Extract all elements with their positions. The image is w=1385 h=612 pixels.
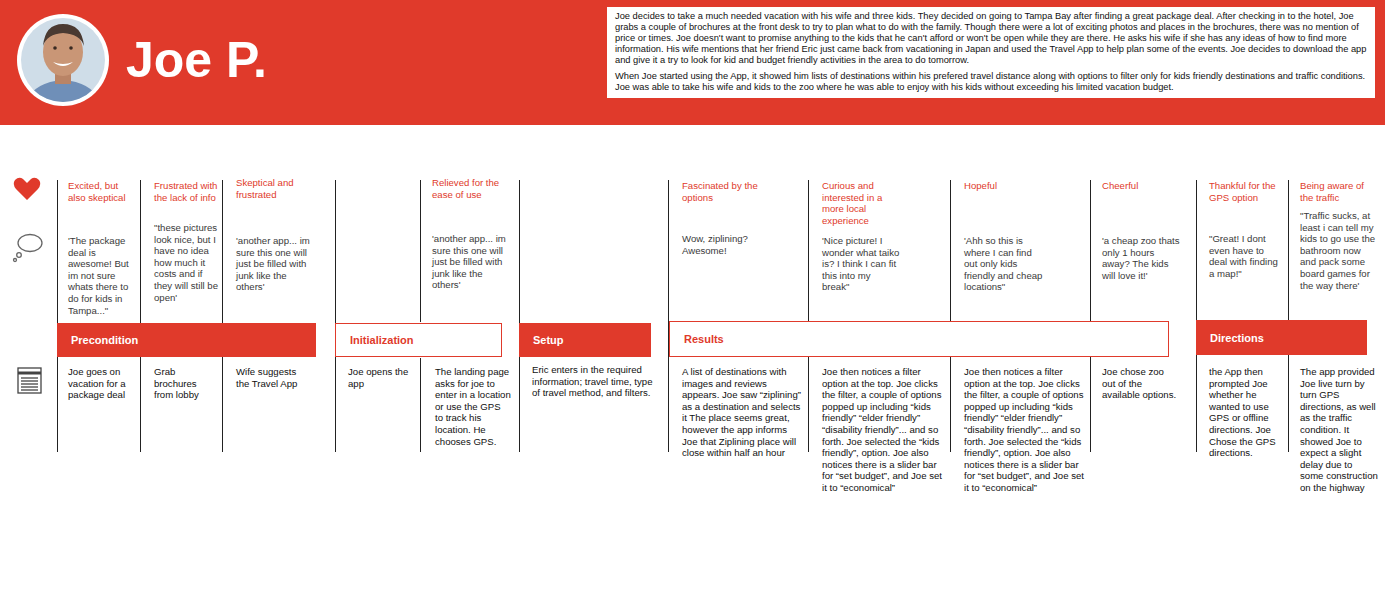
emotion-label: Curious and interested in a more local e…: [822, 180, 906, 226]
person-name: Joe P.: [126, 32, 267, 88]
header-band-fill: [0, 0, 1385, 125]
heart-icon: [14, 178, 41, 200]
action-step: The app provided Joe live turn by turn G…: [1300, 366, 1378, 494]
scenario-paragraph: Joe decides to take a much needed vacati…: [615, 11, 1367, 66]
thought-quote: 'Nice picture! I wonder what taiko is? I…: [822, 235, 900, 293]
action-step: Joe then notices a filter option at the …: [822, 366, 944, 494]
action-step: Wife suggests the Travel App: [236, 366, 312, 389]
thought-quote: "Traffic sucks, at least i can tell my k…: [1300, 210, 1376, 291]
photo-face: [15, 12, 115, 112]
thought-quote: 'another app... im sure this one will ju…: [236, 235, 312, 293]
action-step: Eric enters in the required information;…: [532, 364, 656, 399]
action-step: Grab brochures from lobby: [154, 366, 218, 401]
emotion-label: Thankful for the GPS option: [1209, 180, 1281, 203]
emotion-label: Fascinated by the options: [682, 180, 764, 203]
emotion-label: Hopeful: [964, 180, 1046, 192]
stage-name: Setup: [533, 334, 564, 346]
thought-quote: 'Ahh so this is where I can find out onl…: [964, 235, 1046, 293]
thought-bubble-icon: [14, 235, 43, 262]
stage-bar: Setup: [519, 323, 651, 357]
stage-name: Initialization: [350, 334, 414, 346]
stage-bar: Results: [669, 321, 1169, 357]
stage-name: Results: [684, 333, 724, 345]
action-step: A list of destinations with images and r…: [682, 366, 802, 459]
thought-quote: 'The package deal is awesome! But im not…: [68, 235, 140, 316]
thought-quote: Wow, ziplining? Awesome!: [682, 233, 762, 256]
stage-bar: Precondition: [57, 323, 316, 357]
action-step: Joe opens the app: [348, 366, 414, 389]
stage-name: Directions: [1210, 332, 1264, 344]
emotion-label: Cheerful: [1102, 180, 1182, 192]
scenario-box: Joe decides to take a much needed vacati…: [607, 7, 1375, 98]
thought-quote: 'another app... im sure this one will ju…: [432, 233, 510, 291]
column-dividers: [58, 180, 1289, 452]
action-step: Joe goes on vacation for a package deal: [68, 366, 138, 401]
thought-quote: "Great! I dont even have to deal with fi…: [1209, 233, 1283, 279]
action-step: Joe then notices a filter option at the …: [964, 366, 1086, 494]
portrait-photo: [0, 0, 130, 125]
emotion-label: Frustrated with the lack of info: [154, 180, 220, 203]
stage-bar: Initialization: [335, 323, 502, 357]
emotion-label: Being aware of the traffic: [1300, 180, 1374, 203]
calendar-icon: [18, 368, 41, 393]
emotion-label: Skeptical and frustrated: [236, 177, 316, 200]
emotion-label: Excited, but also skeptical: [68, 180, 138, 203]
stage-bar: Directions: [1196, 320, 1367, 355]
thought-quote: 'a cheap zoo thats only 1 hours away? Th…: [1102, 235, 1182, 281]
emotion-label: Relieved for the ease of use: [432, 177, 508, 200]
thought-quote: "these pictures look nice, but I have no…: [154, 222, 220, 303]
action-step: The landing page asks for joe to enter i…: [435, 366, 511, 447]
action-step: the App then prompted Joe whether he wan…: [1209, 366, 1283, 459]
scenario-paragraph: When Joe started using the App, it showe…: [615, 71, 1367, 93]
action-step: Joe chose zoo out of the available optio…: [1102, 366, 1178, 401]
stage-name: Precondition: [71, 334, 138, 346]
